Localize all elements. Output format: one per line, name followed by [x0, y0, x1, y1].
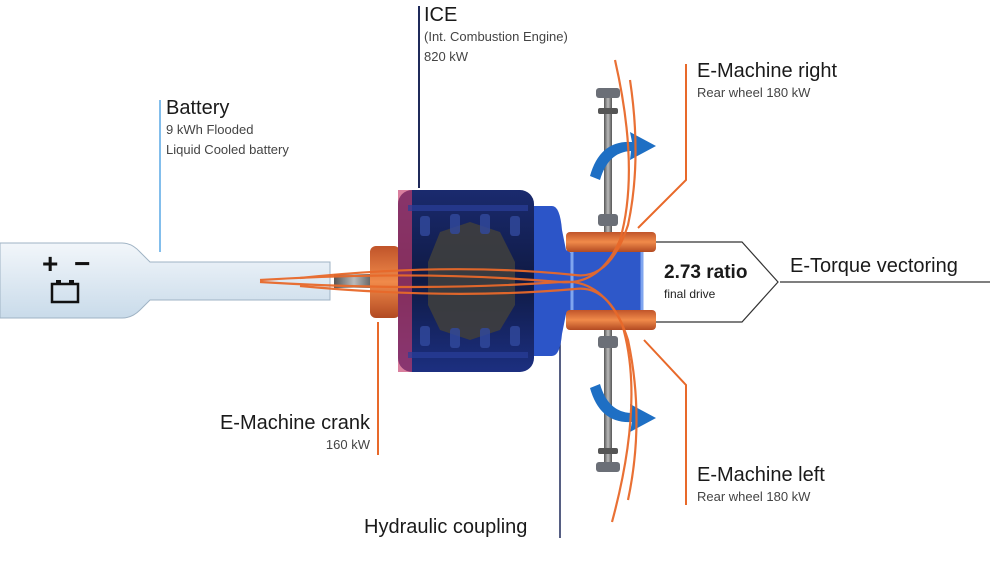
emachine-right-leader-line	[637, 64, 687, 229]
emachine-crank-title: E-Machine crank	[219, 412, 370, 434]
battery-body	[0, 242, 331, 319]
rotation-arrow-bottom	[590, 384, 656, 432]
ice-label: ICE (Int. Combustion Engine) 820 kW	[424, 4, 568, 67]
emachine-left-leader-line	[643, 339, 687, 505]
battery-capacity: 9 kWh Flooded	[166, 122, 254, 137]
emachine-left-title: E-Machine left	[697, 464, 825, 486]
battery-label: Battery 9 kWh Flooded Liquid Cooled batt…	[166, 97, 289, 160]
emachine-crank-body	[370, 246, 400, 318]
rotation-arrow-top	[590, 132, 656, 180]
emachine-right-label: E-Machine right Rear wheel 180 kW	[697, 60, 837, 103]
emachine-crank-power: 160 kW	[325, 437, 370, 452]
emachine-crank-label: E-Machine crank 160 kW	[220, 412, 370, 455]
battery-plus-minus: + −	[42, 248, 95, 279]
emachine-right-power: Rear wheel 180 kW	[697, 85, 811, 100]
battery-title: Battery	[166, 97, 230, 119]
emachine-left-label: E-Machine left Rear wheel 180 kW	[697, 464, 825, 507]
emachine-right-body	[566, 232, 656, 252]
final-drive-label: final drive	[664, 287, 716, 301]
differential-body	[572, 240, 642, 326]
hydraulic-coupling-label: Hydraulic coupling	[364, 516, 528, 538]
ice-power: 820 kW	[424, 49, 469, 64]
ice-full-name: (Int. Combustion Engine)	[424, 29, 568, 44]
emachine-right-title: E-Machine right	[697, 60, 838, 82]
torque-vectoring-label: E-Torque vectoring	[790, 255, 958, 277]
engine-block	[398, 190, 534, 372]
torque-flow-lines	[259, 59, 638, 523]
crank-shaft	[334, 274, 374, 288]
emachine-left-body	[566, 310, 656, 330]
battery-icon	[50, 280, 80, 304]
rear-axle-bottom	[596, 330, 620, 472]
battery-type: Liquid Cooled battery	[166, 142, 289, 157]
final-drive-ratio: 2.73 ratio	[664, 262, 748, 283]
ice-title: ICE	[424, 4, 458, 26]
rear-axle-top	[596, 88, 620, 232]
emachine-left-power: Rear wheel 180 kW	[697, 489, 811, 504]
